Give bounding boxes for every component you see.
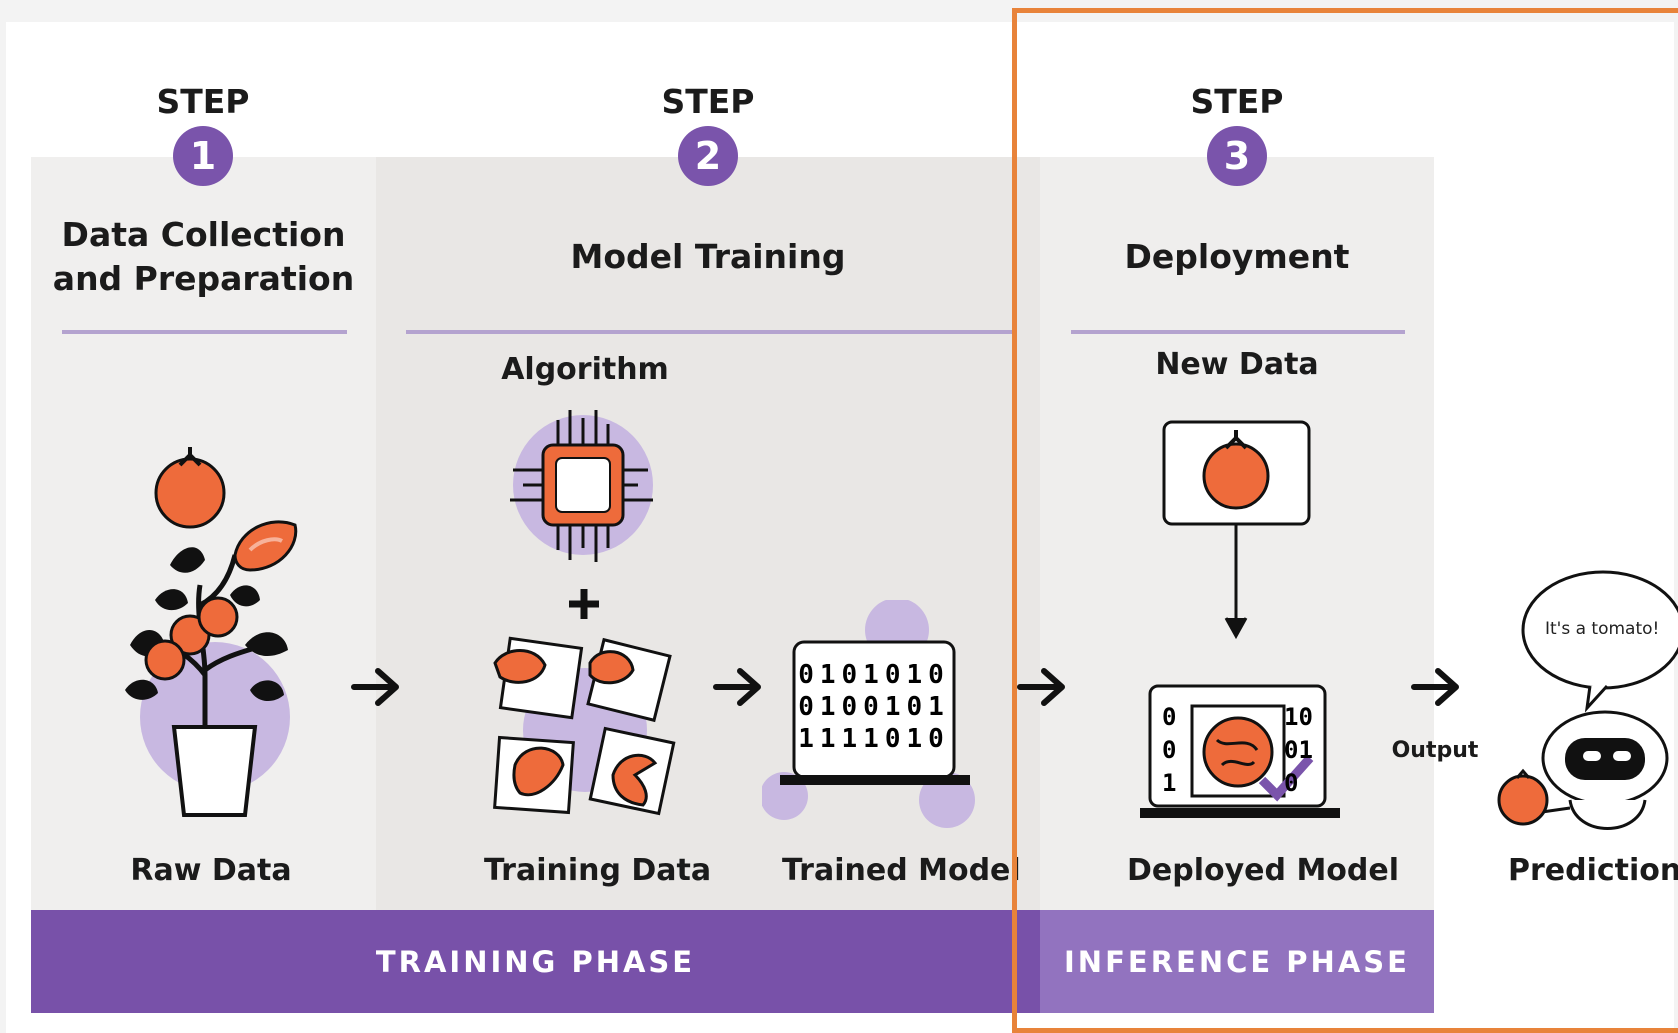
training-data-illustration: [493, 636, 676, 816]
step-2-label: STEP: [661, 82, 755, 121]
new-data-illustration: [1162, 420, 1311, 640]
deployed-left-row-1: 0: [1162, 703, 1176, 731]
flower-pot-icon: [171, 725, 258, 817]
raw-data-caption: Raw Data: [130, 853, 292, 888]
speech-bubble-text: It's a tomato!: [1545, 619, 1660, 639]
tomato-slice-icon: [233, 520, 298, 572]
step-2-title: Model Training: [570, 237, 846, 276]
step-1-label: STEP: [156, 82, 250, 121]
tomato-icon: [1497, 774, 1549, 826]
deployed-right-row-2: 01: [1284, 736, 1313, 764]
tomato-icon: [154, 457, 226, 529]
deployed-right-row-3: 0: [1284, 769, 1298, 797]
step-1-number: 1: [173, 126, 233, 186]
step-3-divider: [1071, 330, 1405, 334]
deployed-left-row-2: 0: [1162, 736, 1176, 764]
arrow-right-icon: [1411, 668, 1459, 706]
trained-model-binary: 0101010 0100101 1111010: [798, 660, 950, 754]
algorithm-label: Algorithm: [501, 352, 669, 387]
step-3-title: Deployment: [1124, 237, 1350, 276]
trained-model-illustration: [762, 600, 975, 828]
deployed-left-row-3: 1: [1162, 769, 1176, 797]
new-data-label: New Data: [1155, 347, 1319, 382]
deployed-right-row-1: 10: [1284, 703, 1313, 731]
trained-binary-row-1: 0101010: [798, 660, 950, 690]
trained-binary-row-2: 0100101: [798, 692, 950, 722]
prediction-caption: Prediction: [1508, 853, 1678, 888]
step-1-title: Data Collection and Preparation: [31, 213, 376, 301]
step-1-divider: [62, 330, 347, 334]
step-1-title-line1: Data Collection: [61, 215, 346, 254]
training-phase-bar: TRAINING PHASE: [31, 910, 1040, 1013]
training-data-caption: Training Data: [484, 853, 712, 888]
deployed-model-illustration: [1140, 684, 1340, 818]
step-2-divider: [406, 330, 1012, 334]
algorithm-chip-illustration: [510, 410, 653, 562]
arrow-right-icon: [713, 668, 761, 706]
inference-phase-label: INFERENCE PHASE: [1064, 944, 1410, 979]
plus-icon: [569, 589, 599, 619]
inference-highlight-box: [1012, 8, 1678, 1033]
raw-data-illustration: [125, 447, 298, 817]
trained-binary-row-3: 1111010: [798, 724, 950, 754]
step-2-number: 2: [678, 126, 738, 186]
step-3-number: 3: [1207, 126, 1267, 186]
tomato-icon: [1202, 442, 1270, 510]
prediction-illustration: [1497, 570, 1678, 830]
trained-model-caption: Trained Model: [782, 853, 1021, 888]
arrow-right-icon: [351, 668, 399, 706]
step-1-title-line2: and Preparation: [52, 259, 355, 298]
inference-phase-bar: INFERENCE PHASE: [1040, 910, 1434, 1013]
arrow-right-icon: [1017, 668, 1065, 706]
output-label: Output: [1391, 738, 1479, 763]
deployed-model-binary: 0 0 1 10 01 0: [1162, 703, 1313, 797]
training-phase-label: TRAINING PHASE: [375, 944, 696, 979]
step-3-label: STEP: [1190, 82, 1284, 121]
